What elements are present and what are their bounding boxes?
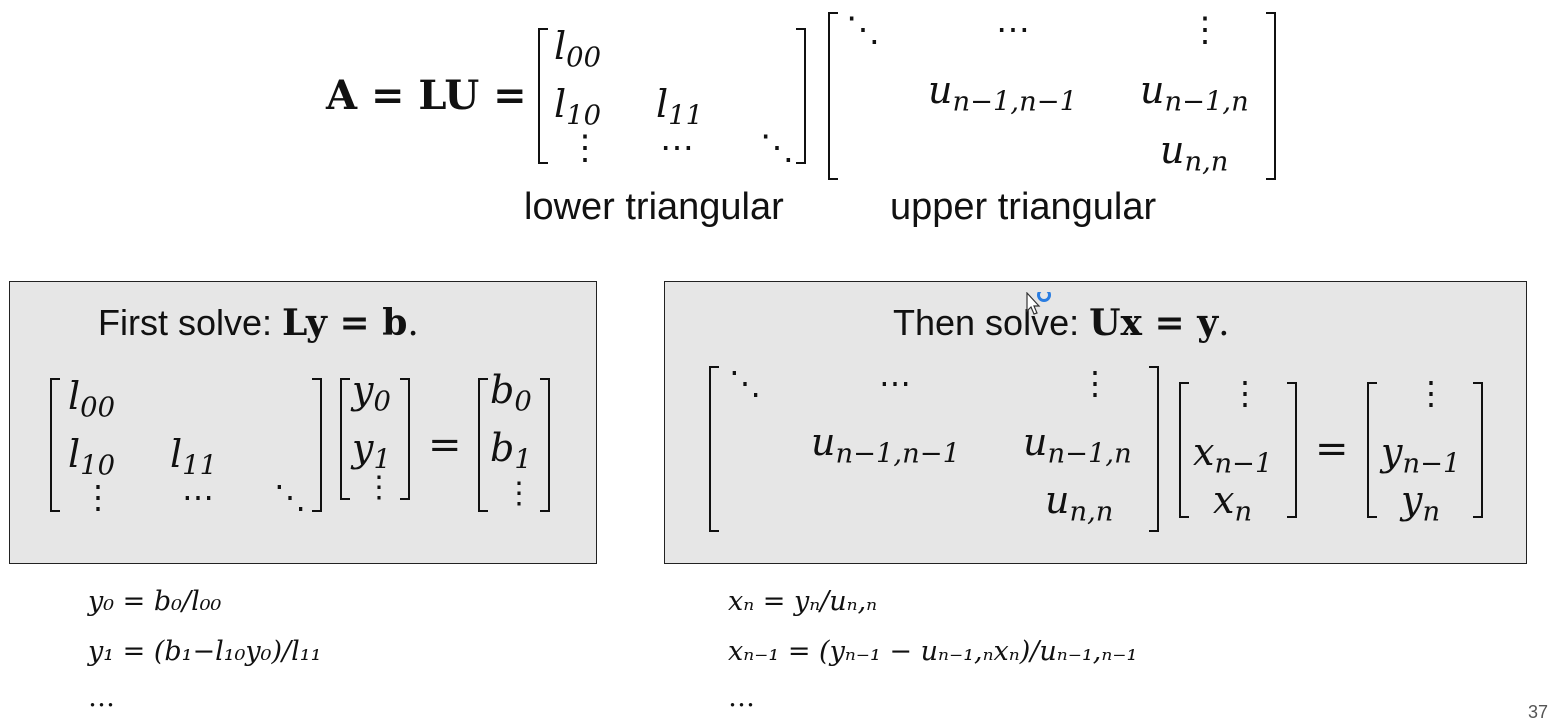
y-vector-right-bracket (400, 378, 410, 500)
right-u-vdots: ⋮ (1079, 364, 1111, 402)
right-step-2: xₙ₋₁ = (yₙ₋₁ − uₙ₋₁,ₙxₙ)/uₙ₋₁,ₙ₋₁ (728, 636, 1138, 667)
top-equation: A = LU = l00 l10 l11 ⋮ ⋯ ⋱ ⋱ ⋯ ⋮ un−1,n−… (0, 0, 1560, 240)
l-matrix-left-bracket (538, 28, 548, 164)
y-vdots: ⋮ (364, 470, 394, 505)
b-vector-right-bracket (540, 378, 550, 512)
u-n1-n: un−1,n (1140, 68, 1249, 118)
b0: b0 (490, 368, 532, 418)
left-equals: = (428, 422, 462, 468)
u-n1-n1: un−1,n−1 (928, 68, 1078, 118)
forward-substitution-box: First solve: Ly = b. l00 l10 l11 ⋮ ⋯ ⋱ y… (9, 281, 597, 564)
page-number: 37 (1528, 702, 1549, 722)
y-right-vector-left-bracket (1367, 382, 1377, 518)
right-u-hdots: ⋯ (879, 364, 911, 402)
y-n: yn (1401, 478, 1441, 528)
y0: y0 (352, 368, 391, 418)
right-u-n-n: un,n (1045, 478, 1114, 528)
right-u-n1-n: un−1,n (1023, 420, 1132, 470)
l-hdots: ⋯ (660, 128, 694, 168)
right-step-3: … (728, 682, 755, 713)
left-l10: l10 (68, 432, 115, 482)
u-ddots: ⋱ (846, 10, 880, 50)
left-l-matrix-right-bracket (312, 378, 322, 512)
l-matrix-right-bracket (796, 28, 806, 164)
mouse-cursor-icon (1026, 288, 1060, 322)
left-step-1: y₀ = b₀/l₀₀ (88, 586, 222, 617)
b1: b1 (490, 426, 532, 476)
right-u-n1-n1: un−1,n−1 (811, 420, 961, 470)
y-vector-left-bracket (340, 378, 350, 500)
x-vector-right-bracket (1287, 382, 1297, 518)
l11: l11 (656, 82, 703, 132)
l-ddots: ⋱ (760, 128, 794, 168)
l00: l00 (554, 24, 601, 74)
b-vector-left-bracket (478, 378, 488, 512)
left-l-hdots: ⋯ (182, 478, 214, 516)
u-matrix-right-bracket (1266, 12, 1276, 180)
left-l00: l00 (68, 374, 115, 424)
x-vector-left-bracket (1179, 382, 1189, 518)
left-l-ddots: ⋱ (274, 478, 306, 516)
u-matrix-left-bracket (828, 12, 838, 180)
y-n-1: yn−1 (1381, 430, 1461, 480)
lower-triangular-label: lower triangular (524, 186, 784, 228)
lhs-expression: A = LU = (326, 72, 527, 119)
u-hdots: ⋯ (996, 10, 1030, 50)
x-n-1: xn−1 (1193, 430, 1273, 480)
right-box-title: Then solve: Ux = y. (893, 302, 1230, 344)
right-u-ddots: ⋱ (729, 364, 761, 402)
right-u-matrix-left-bracket (709, 366, 719, 532)
y-right-vector-right-bracket (1473, 382, 1483, 518)
u-vdots: ⋮ (1188, 10, 1222, 50)
left-l-vdots: ⋮ (82, 478, 114, 516)
l10: l10 (554, 82, 601, 132)
back-substitution-box: Then solve: Ux = y. ⋱ ⋯ ⋮ un−1,n−1 un−1,… (664, 281, 1527, 564)
l-vdots: ⋮ (568, 128, 602, 168)
left-box-title: First solve: Ly = b. (98, 302, 419, 344)
left-l11: l11 (170, 432, 217, 482)
x-n: xn (1213, 478, 1253, 528)
right-u-matrix-right-bracket (1149, 366, 1159, 532)
left-step-2: y₁ = (b₁−l₁₀y₀)/l₁₁ (88, 636, 322, 667)
y1: y1 (352, 426, 391, 476)
right-equals: = (1315, 426, 1349, 472)
y-right-vdots: ⋮ (1415, 374, 1447, 412)
left-step-3: … (88, 682, 115, 713)
b-vdots: ⋮ (504, 476, 534, 511)
left-l-matrix-left-bracket (50, 378, 60, 512)
x-vdots: ⋮ (1229, 374, 1261, 412)
u-n-n: un,n (1160, 128, 1229, 178)
right-step-1: xₙ = yₙ/uₙ,ₙ (728, 586, 878, 617)
upper-triangular-label: upper triangular (890, 186, 1157, 228)
